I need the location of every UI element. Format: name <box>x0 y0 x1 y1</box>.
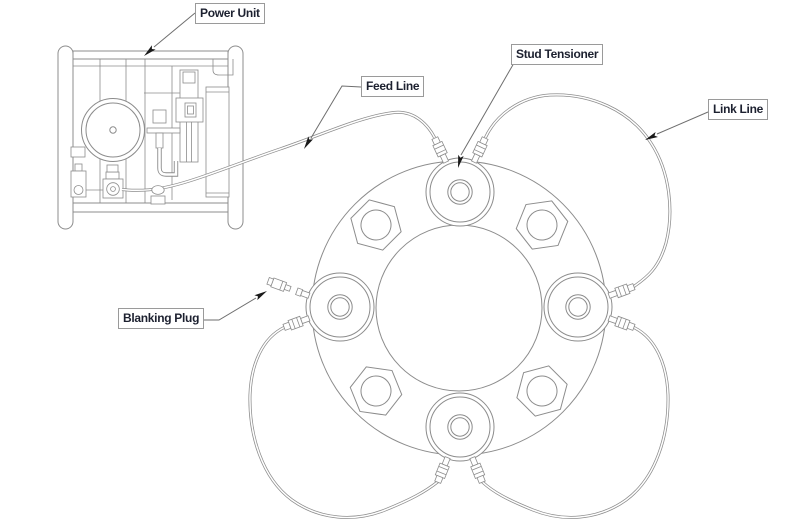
power-unit <box>57 45 244 230</box>
leader-lines <box>142 12 709 321</box>
u-pipe <box>157 148 179 177</box>
hose-connector <box>606 313 637 333</box>
needle-valve <box>146 109 181 149</box>
hose-connector <box>429 135 451 165</box>
open-port-stub <box>295 287 311 300</box>
hose-connector <box>469 135 491 165</box>
callout-link-line: Link Line <box>708 99 768 120</box>
pump-outlet-block <box>102 164 124 199</box>
hex-nut <box>512 198 572 252</box>
frame-right-post <box>227 45 244 230</box>
callout-blanking-plug: Blanking Plug <box>118 308 205 329</box>
link-line-hose-top <box>484 93 672 289</box>
hose-connector <box>606 281 637 301</box>
hose-union <box>151 185 165 195</box>
hex-nut <box>346 364 406 418</box>
callout-feed-line: Feed Line <box>361 76 425 97</box>
stud-tensioner-bottom <box>425 392 495 462</box>
valve-block <box>175 97 204 123</box>
reservoir-tank <box>205 86 230 198</box>
callout-stud-tensioner: Stud Tensioner <box>511 44 604 65</box>
foot-bracket <box>150 195 166 205</box>
hose-connector <box>467 455 488 485</box>
link-line-hose-left <box>248 325 439 519</box>
callout-power-unit: Power Unit <box>195 3 265 24</box>
frame-bottom-bar <box>72 202 229 213</box>
motor-circle <box>81 98 145 162</box>
stud-tensioner-top <box>425 157 495 227</box>
stud-tensioner-left <box>305 272 375 342</box>
link-line-hose-right <box>481 325 670 519</box>
leader-arrow <box>254 288 269 301</box>
hose-connector <box>432 455 453 485</box>
stud-tensioner-right <box>543 272 613 342</box>
hose-connector <box>281 313 312 333</box>
blanking-plug <box>266 276 293 294</box>
feed-line-hose <box>121 110 436 195</box>
frame-left-post <box>57 45 74 230</box>
top-bracket <box>212 59 234 76</box>
left-valve-assembly <box>70 146 103 198</box>
